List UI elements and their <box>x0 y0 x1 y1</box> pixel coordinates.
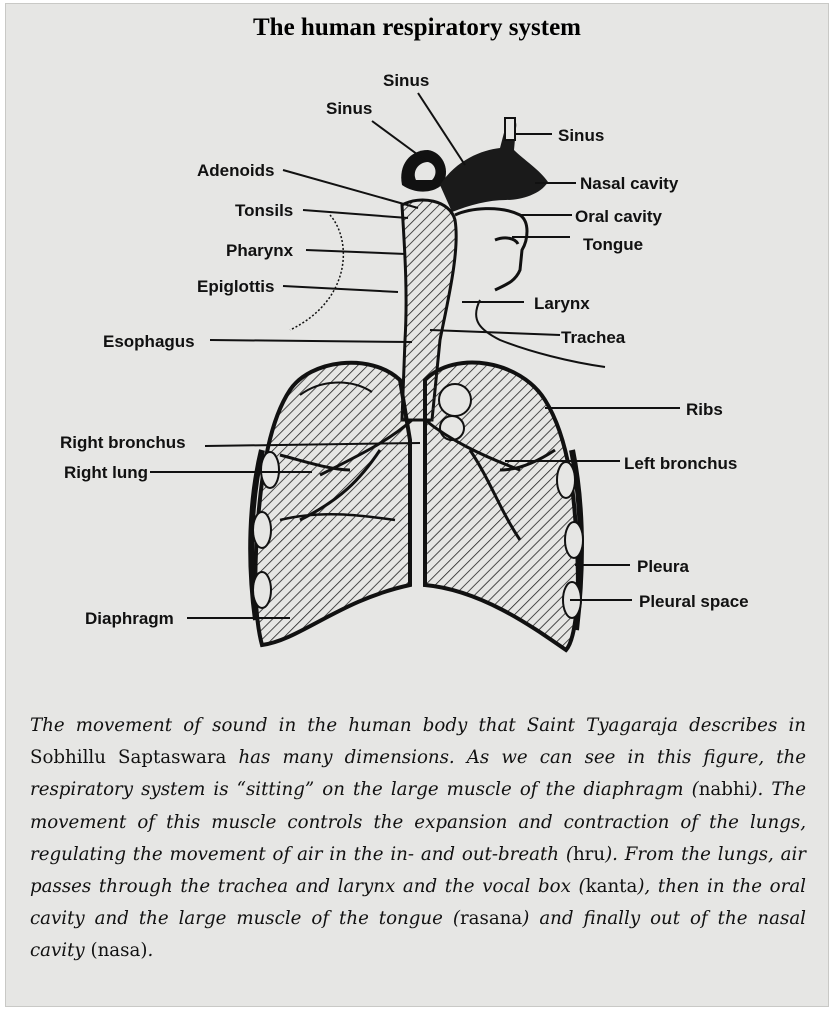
label-nasal-cavity: Nasal cavity <box>580 174 679 193</box>
label-right-bronchus: Right bronchus <box>60 433 186 452</box>
label-tonsils: Tonsils <box>235 201 293 220</box>
label-right-lung: Right lung <box>64 463 148 482</box>
label-pleura: Pleura <box>637 557 690 576</box>
label-pharynx: Pharynx <box>226 241 294 260</box>
label-ribs: Ribs <box>686 400 723 419</box>
label-pleural-space: Pleural space <box>639 592 749 611</box>
label-epiglottis: Epiglottis <box>197 277 274 296</box>
label-oral-cavity: Oral cavity <box>575 207 662 226</box>
label-tongue: Tongue <box>583 235 643 254</box>
label-adenoids: Adenoids <box>197 161 274 180</box>
left-lung <box>425 363 583 650</box>
figure-caption: The movement of sound in the human body … <box>30 710 806 968</box>
label-sinus-top: Sinus <box>383 71 429 90</box>
label-diaphragm: Diaphragm <box>85 609 174 628</box>
label-larynx: Larynx <box>534 294 590 313</box>
nasal-structure <box>401 118 548 212</box>
respiratory-diagram: Sinus Sinus Sinus Adenoids Tonsils Phary… <box>0 0 834 700</box>
label-sinus-left: Sinus <box>326 99 372 118</box>
label-esophagus: Esophagus <box>103 332 195 351</box>
label-left-bronchus: Left bronchus <box>624 454 737 473</box>
label-trachea: Trachea <box>561 328 626 347</box>
label-sinus-right: Sinus <box>558 126 604 145</box>
